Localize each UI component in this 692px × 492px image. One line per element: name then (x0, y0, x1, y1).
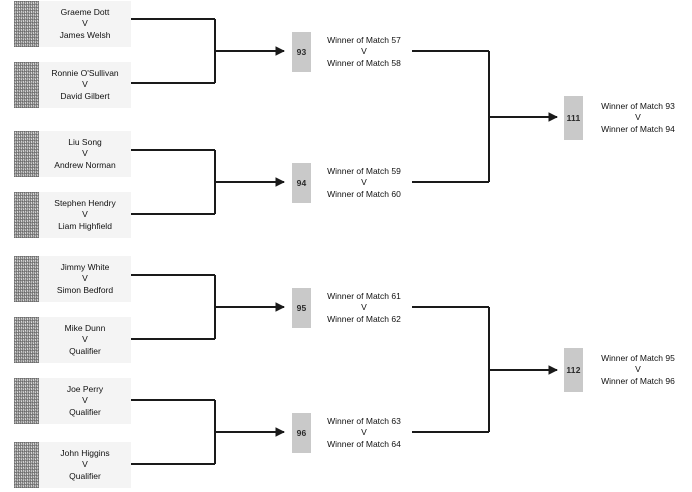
match-body: Winner of Match 95 V Winner of Match 96 (583, 348, 688, 392)
player-top: Liu Song (68, 137, 102, 148)
match-body: Winner of Match 57 V Winner of Match 58 (311, 32, 412, 72)
match-body: Graeme Dott V James Welsh (39, 1, 131, 47)
match-box-r1-3[interactable]: Liu Song V Andrew Norman (14, 131, 131, 177)
entrant-top: Winner of Match 57 (327, 35, 401, 46)
player-top: Stephen Hendry (54, 198, 116, 209)
match-body: Joe Perry V Qualifier (39, 378, 131, 424)
match-body: Liu Song V Andrew Norman (39, 131, 131, 177)
player-top: Mike Dunn (64, 323, 106, 334)
player-bottom: Qualifier (69, 406, 101, 417)
match-number-chip (14, 256, 39, 302)
match-box-95[interactable]: 95 Winner of Match 61 V Winner of Match … (292, 288, 412, 328)
entrant-top: Winner of Match 61 (327, 291, 401, 302)
entrant-bottom: Winner of Match 60 (327, 188, 401, 199)
match-box-r1-2[interactable]: Ronnie O'Sullivan V David Gilbert (14, 62, 131, 108)
player-bottom: David Gilbert (60, 90, 110, 101)
player-bottom: Qualifier (69, 470, 101, 481)
versus-label: V (82, 79, 88, 90)
match-body: Winner of Match 93 V Winner of Match 94 (583, 96, 688, 140)
player-top: Jimmy White (60, 262, 110, 273)
match-number-95: 95 (292, 288, 311, 328)
match-box-r1-4[interactable]: Stephen Hendry V Liam Highfield (14, 192, 131, 238)
entrant-bottom: Winner of Match 64 (327, 438, 401, 449)
versus-label: V (82, 459, 88, 470)
match-box-94[interactable]: 94 Winner of Match 59 V Winner of Match … (292, 163, 412, 203)
player-top: Graeme Dott (60, 7, 110, 18)
versus-label: V (361, 177, 367, 188)
match-number-chip (14, 442, 39, 488)
versus-label: V (361, 302, 367, 313)
match-number-chip (14, 62, 39, 108)
entrant-top: Winner of Match 59 (327, 166, 401, 177)
player-bottom: Andrew Norman (54, 159, 116, 170)
player-top: John Higgins (60, 448, 110, 459)
player-bottom: James Welsh (59, 29, 111, 40)
match-box-r1-8[interactable]: John Higgins V Qualifier (14, 442, 131, 488)
versus-label: V (635, 364, 641, 375)
match-box-93[interactable]: 93 Winner of Match 57 V Winner of Match … (292, 32, 412, 72)
match-number-chip (14, 378, 39, 424)
match-number-111: 111 (564, 96, 583, 140)
player-bottom: Qualifier (69, 345, 101, 356)
match-box-111[interactable]: 111 Winner of Match 93 V Winner of Match… (564, 96, 688, 140)
entrant-bottom: Winner of Match 96 (601, 375, 675, 386)
match-box-96[interactable]: 96 Winner of Match 63 V Winner of Match … (292, 413, 412, 453)
match-number-chip (14, 1, 39, 47)
match-body: Mike Dunn V Qualifier (39, 317, 131, 363)
versus-label: V (635, 112, 641, 123)
match-number-94: 94 (292, 163, 311, 203)
versus-label: V (82, 209, 88, 220)
match-body: Winner of Match 61 V Winner of Match 62 (311, 288, 412, 328)
match-body: Winner of Match 63 V Winner of Match 64 (311, 413, 412, 453)
versus-label: V (82, 334, 88, 345)
entrant-top: Winner of Match 63 (327, 416, 401, 427)
versus-label: V (82, 18, 88, 29)
versus-label: V (361, 427, 367, 438)
versus-label: V (82, 395, 88, 406)
match-box-r1-7[interactable]: Joe Perry V Qualifier (14, 378, 131, 424)
entrant-top: Winner of Match 93 (601, 101, 675, 112)
match-number-chip (14, 317, 39, 363)
match-number-112: 112 (564, 348, 583, 392)
match-body: Stephen Hendry V Liam Highfield (39, 192, 131, 238)
match-box-r1-5[interactable]: Jimmy White V Simon Bedford (14, 256, 131, 302)
player-bottom: Simon Bedford (56, 284, 114, 295)
match-box-r1-1[interactable]: Graeme Dott V James Welsh (14, 1, 131, 47)
match-box-112[interactable]: 112 Winner of Match 95 V Winner of Match… (564, 348, 688, 392)
match-body: John Higgins V Qualifier (39, 442, 131, 488)
versus-label: V (361, 46, 367, 57)
versus-label: V (82, 148, 88, 159)
player-top: Joe Perry (66, 384, 104, 395)
player-top: Ronnie O'Sullivan (51, 68, 119, 79)
match-box-r1-6[interactable]: Mike Dunn V Qualifier (14, 317, 131, 363)
match-body: Winner of Match 59 V Winner of Match 60 (311, 163, 412, 203)
versus-label: V (82, 273, 88, 284)
match-number-chip (14, 131, 39, 177)
player-bottom: Liam Highfield (58, 220, 112, 231)
match-body: Ronnie O'Sullivan V David Gilbert (39, 62, 131, 108)
entrant-bottom: Winner of Match 62 (327, 313, 401, 324)
entrant-bottom: Winner of Match 94 (601, 123, 675, 134)
entrant-top: Winner of Match 95 (601, 353, 675, 364)
match-number-93: 93 (292, 32, 311, 72)
match-body: Jimmy White V Simon Bedford (39, 256, 131, 302)
match-number-96: 96 (292, 413, 311, 453)
match-number-chip (14, 192, 39, 238)
entrant-bottom: Winner of Match 58 (327, 57, 401, 68)
